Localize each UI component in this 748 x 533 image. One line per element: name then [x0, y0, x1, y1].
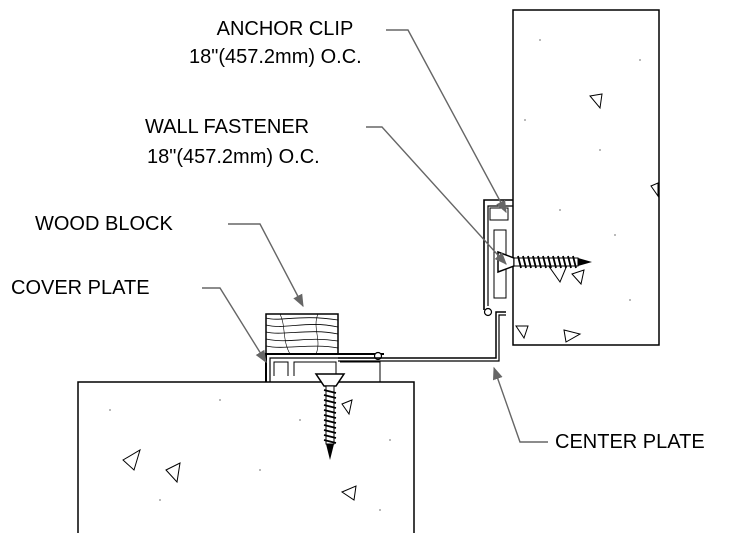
right-concrete-wall [512, 9, 660, 346]
floor-fastener [314, 373, 346, 460]
cover-plate-leader [202, 287, 267, 364]
wall-fastener-label: WALL FASTENER [145, 116, 310, 138]
center-plate-label: CENTER PLATE [555, 431, 705, 453]
wall-fastener-leader [366, 126, 507, 265]
floor-slab [77, 381, 415, 533]
anchor-clip-spacing-label: 18"(457.2mm) O.C. [189, 46, 362, 68]
center-plate [338, 311, 506, 362]
wood-block [265, 313, 339, 355]
wall-fastener [497, 250, 592, 274]
leader-lines [202, 29, 548, 443]
wood-block-leader [228, 223, 304, 308]
wood-block-label: WOOD BLOCK [35, 213, 173, 235]
wall-fastener-spacing-label: 18"(457.2mm) O.C. [147, 146, 320, 168]
center-plate-leader [493, 366, 548, 443]
anchor-clip-leader [386, 29, 507, 214]
cover-plate-label: COVER PLATE [11, 277, 150, 299]
anchor-clip-label: ANCHOR CLIP [216, 18, 354, 40]
